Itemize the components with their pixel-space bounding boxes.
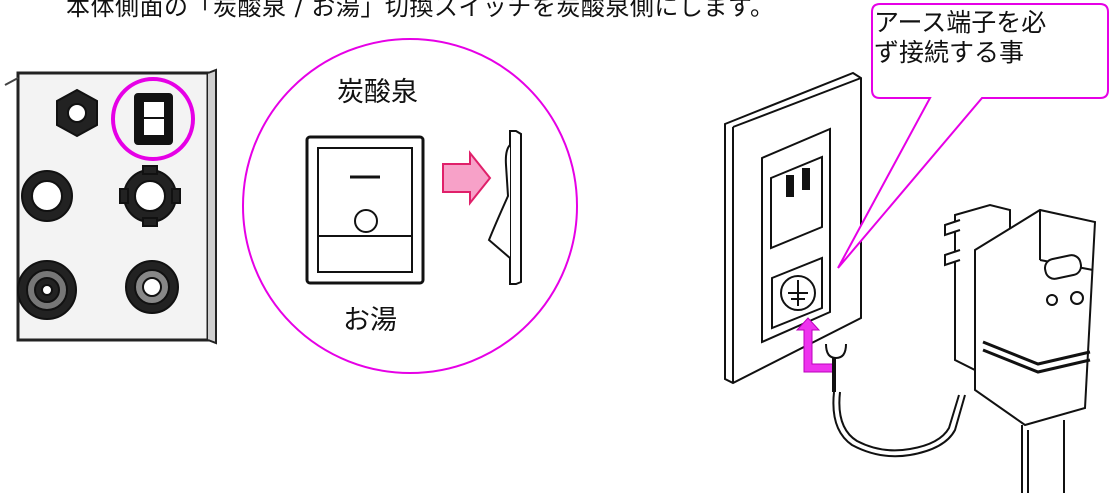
switch-detail [242,38,578,374]
bayonet-connector-icon [119,165,181,227]
device-side-panel [4,68,217,345]
arrow-right-icon [442,150,492,206]
rocker-switch-icon [134,93,173,145]
switch-label-hot-water: お湯 [343,305,397,336]
switch-highlight-circle [111,77,195,161]
earth-arrow-icon [795,317,834,373]
callout-text: アース端子を必 ず接続する事 [874,8,1047,67]
switch-label-carbonated: 炭酸泉 [337,77,418,108]
hex-nut-icon [56,88,98,138]
earth-terminal-icon [771,256,823,330]
outlet-illustration [724,71,1097,493]
instruction-text: 本体側面の「炭酸泉 / お湯」切換スイッチを炭酸泉側にします。 [66,0,775,21]
callout-bubble [837,3,1109,269]
